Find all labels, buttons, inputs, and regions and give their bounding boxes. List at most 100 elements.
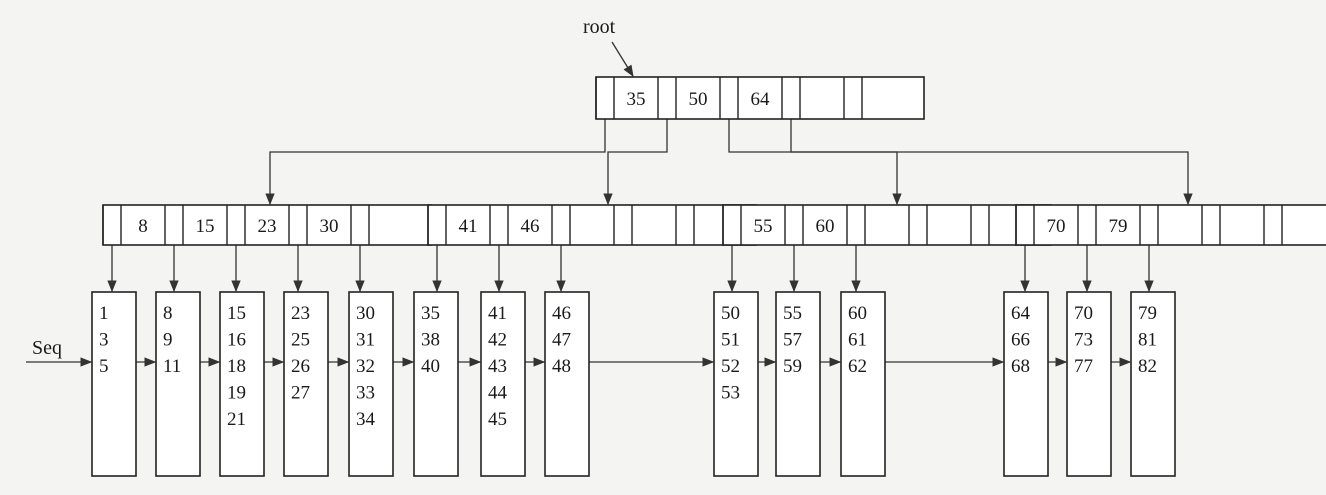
leaf-node-9: 50 51 52 53 xyxy=(713,291,759,477)
leaf-value: 38 xyxy=(421,330,440,351)
root-label-pointer xyxy=(611,41,634,77)
leaf-value: 41 xyxy=(488,303,507,324)
leaf-value: 15 xyxy=(227,303,246,324)
leaf-node-5: 30 31 32 33 34 xyxy=(348,291,394,477)
internal-node-1: 8 15 23 30 xyxy=(102,204,432,246)
root-pointer-edge xyxy=(265,119,606,206)
leaf-value: 35 xyxy=(421,303,440,324)
internal-node-2-key: 41 xyxy=(459,216,478,237)
leaf-value: 60 xyxy=(848,303,867,324)
leaf-value: 33 xyxy=(356,383,375,404)
root-node-key: 64 xyxy=(751,89,771,110)
internal-node-4: 70 79 xyxy=(1015,204,1326,246)
leaf-node-12: 64 66 68 xyxy=(1003,291,1049,477)
leaf-outline xyxy=(544,291,590,477)
leaf-value: 73 xyxy=(1074,330,1093,351)
leaf-value: 18 xyxy=(227,356,246,377)
internal-node-1-key: 30 xyxy=(320,216,339,237)
leaf-value: 16 xyxy=(227,330,246,351)
seq-label: Seq xyxy=(32,337,62,359)
leaf-node-8: 46 47 48 xyxy=(544,291,590,477)
internal-node-4-key: 70 xyxy=(1047,216,1066,237)
leaf-node-7: 41 42 43 44 45 xyxy=(480,291,526,477)
leaf-value: 57 xyxy=(783,330,802,351)
leaf-value: 26 xyxy=(291,356,310,377)
leaf-node-3: 15 16 18 19 21 xyxy=(219,291,265,477)
leaf-value: 44 xyxy=(488,383,508,404)
root-pointer-edge xyxy=(603,119,668,206)
internal-node-1-key: 23 xyxy=(258,216,277,237)
leaf-value: 68 xyxy=(1011,356,1030,377)
leaf-value: 55 xyxy=(783,303,802,324)
leaf-value: 50 xyxy=(721,303,740,324)
leaf-value: 32 xyxy=(356,356,375,377)
root-node-key: 35 xyxy=(627,89,646,110)
leaf-value: 48 xyxy=(552,356,571,377)
internal-node-1-key: 15 xyxy=(196,216,215,237)
leaf-value: 64 xyxy=(1011,303,1031,324)
root-node: 35 50 64 xyxy=(595,76,925,120)
leaf-node-10: 55 57 59 xyxy=(775,291,821,477)
leaf-value: 19 xyxy=(227,383,246,404)
leaf-node-2: 8 9 11 xyxy=(155,291,201,477)
leaf-outline xyxy=(413,291,459,477)
leaf-value: 31 xyxy=(356,330,375,351)
leaf-outline xyxy=(1130,291,1176,477)
leaf-value: 47 xyxy=(552,330,571,351)
leaf-value: 77 xyxy=(1074,356,1093,377)
leaf-outline xyxy=(219,291,265,477)
leaf-node-11: 60 61 62 xyxy=(840,291,886,477)
leaf-value: 79 xyxy=(1138,303,1157,324)
leaf-value: 52 xyxy=(721,356,740,377)
leaf-value: 9 xyxy=(163,330,173,351)
leaf-node-1: 135 xyxy=(91,291,137,477)
leaf-value: 34 xyxy=(356,409,376,430)
leaf-value: 30 xyxy=(356,303,375,324)
leaf-value: 45 xyxy=(488,409,507,430)
leaf-value: 3 xyxy=(99,330,109,351)
internal-node-4-key: 79 xyxy=(1109,216,1128,237)
root-label: root xyxy=(583,16,616,38)
labels: root Seq xyxy=(32,16,616,359)
root-node-key: 50 xyxy=(689,89,708,110)
leaf-value: 21 xyxy=(227,409,246,430)
leaf-value: 5 xyxy=(99,356,109,377)
leaf-value: 43 xyxy=(488,356,507,377)
root-node-outline xyxy=(595,76,925,120)
leaf-value: 53 xyxy=(721,383,740,404)
leaf-value: 61 xyxy=(848,330,867,351)
leaf-value: 11 xyxy=(163,356,181,377)
leaf-outline xyxy=(480,291,526,477)
root-pointer-edge xyxy=(728,119,902,206)
leaf-value: 70 xyxy=(1074,303,1093,324)
leaf-value: 62 xyxy=(848,356,867,377)
leaf-outline xyxy=(348,291,394,477)
leaf-value: 66 xyxy=(1011,330,1030,351)
leaf-value: 46 xyxy=(552,303,571,324)
internal-node-1-key: 8 xyxy=(138,216,148,237)
leaf-outline xyxy=(713,291,759,477)
leaf-value: 23 xyxy=(291,303,310,324)
leaf-value: 82 xyxy=(1138,356,1157,377)
leaf-value: 51 xyxy=(721,330,740,351)
leaf-node-13: 70 73 77 xyxy=(1066,291,1112,477)
leaf-outline xyxy=(155,291,201,477)
leaf-value: 42 xyxy=(488,330,507,351)
internal-node-3-key: 60 xyxy=(816,216,835,237)
leaf-outline xyxy=(283,291,329,477)
internal-node-3-key: 55 xyxy=(754,216,773,237)
leaf-outline xyxy=(840,291,886,477)
edges xyxy=(26,41,1193,367)
leaf-value: 27 xyxy=(291,383,310,404)
leaf-outline xyxy=(91,291,137,477)
leaf-value: 8 xyxy=(163,303,173,324)
root-pointer-edge xyxy=(790,119,1193,206)
leaf-value: 59 xyxy=(783,356,802,377)
